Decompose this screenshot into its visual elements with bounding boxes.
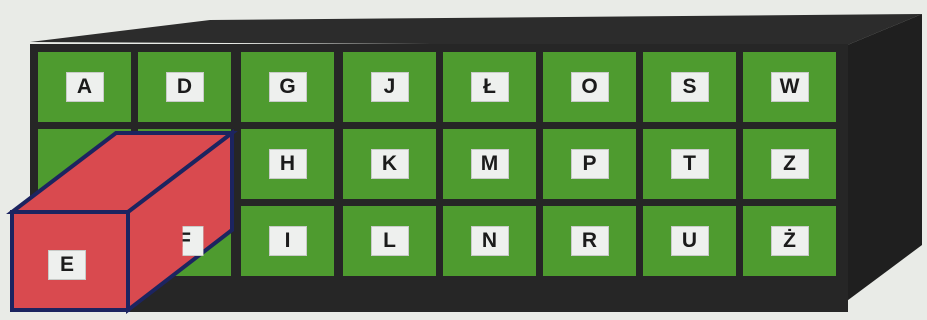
- drawer-label: M: [471, 149, 509, 179]
- drawer-label: Ł: [471, 72, 509, 102]
- pulled-drawer-label: E: [48, 250, 86, 280]
- drawer-label: Ż: [771, 226, 809, 256]
- drawer-label: A: [66, 72, 104, 102]
- drawer-label: H: [269, 149, 307, 179]
- drawer-label: Z: [771, 149, 809, 179]
- drawer-label: P: [571, 149, 609, 179]
- drawer-label: T: [671, 149, 709, 179]
- drawer-label: G: [269, 72, 307, 102]
- drawer-label: I: [269, 226, 307, 256]
- drawer-label: N: [471, 226, 509, 256]
- drawer-label: R: [571, 226, 609, 256]
- drawer-label: O: [571, 72, 609, 102]
- drawer-label: F: [166, 226, 204, 256]
- drawer-label: K: [371, 149, 409, 179]
- drawer-label: S: [671, 72, 709, 102]
- drawer-label: D: [166, 72, 204, 102]
- drawer-label: W: [771, 72, 809, 102]
- drawer-label: J: [371, 72, 409, 102]
- drawer-label: U: [671, 226, 709, 256]
- drawer-label: L: [371, 226, 409, 256]
